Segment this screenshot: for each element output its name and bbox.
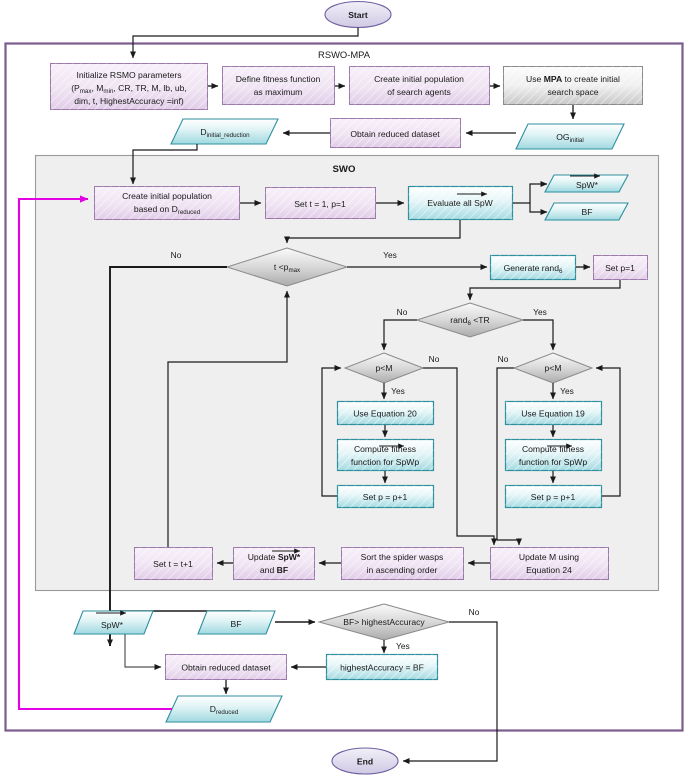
p-lt-m-right-label: p<M	[545, 363, 562, 373]
init-line3: dim, t, HighestAccuracy =inf)	[74, 96, 184, 106]
node-sort-spider-wasps: Sort the spider wasps in ascending order	[341, 547, 464, 580]
p-lt-m-left-label: p<M	[376, 363, 393, 373]
node-initialize-rsmo-parameters: Initialize RSMO parameters (Pmax, Mmin, …	[50, 63, 208, 110]
node-d-reduced: Dreduced	[165, 695, 283, 723]
start-label: Start	[348, 10, 368, 20]
define-fitness-line2: as maximum	[254, 87, 303, 97]
create-pop-dred-line1: Create initial population	[122, 191, 212, 201]
obtain-reduced-top-label: Obtain reduced dataset	[350, 129, 440, 139]
update-m-line2: Equation 24	[526, 565, 572, 575]
node-update-spw-star-and-bf: Update SpW* and BF	[233, 547, 315, 580]
end-terminal	[331, 747, 399, 775]
bf-bottom-label: BF	[231, 619, 242, 629]
node-use-mpa-initial-search-space: Use MPA to create initial search space	[503, 66, 643, 105]
edge-label-no-pm-left: No	[429, 354, 440, 364]
t-lt-pmax-label: t <pmax	[274, 262, 301, 274]
edge-label-no-bf: No	[469, 607, 480, 617]
node-bf-top: BF	[544, 202, 629, 221]
node-compute-fitness-right: Compute fitness function for SpWp	[504, 438, 603, 472]
node-d-initial-reduction: Dinitial_reduction	[170, 118, 279, 145]
set-p-plus-1-right-label: Set p = p+1	[531, 492, 576, 502]
node-compute-fitness-left: Compute fitness function for SpWp	[336, 438, 435, 472]
edge-label-no-pm-right: No	[498, 354, 509, 364]
node-set-p-1: Set p=1	[593, 255, 648, 280]
use-equation-20-label: Use Equation 20	[353, 409, 417, 419]
set-p-1-label: Set p=1	[605, 263, 635, 273]
node-set-p-plus-1-left: Set p = p+1	[336, 484, 435, 509]
rand6-lt-tr-label: rand6 <TR	[450, 315, 490, 327]
rswo-mpa-title: RSWO-MPA	[318, 49, 371, 60]
use-equation-19-label: Use Equation 19	[521, 409, 585, 419]
update-m-line1: Update M using	[519, 552, 579, 562]
node-bf-bottom: BF	[197, 610, 276, 635]
highestaccuracy-eq-bf-label: highestAccuracy = BF	[340, 663, 424, 673]
spw-star-bottom-label: SpW*	[101, 620, 124, 630]
set-t-plus-1-label: Set t = t+1	[153, 559, 193, 569]
compute-fitness-right-line2: function for SpWp	[519, 457, 588, 467]
obtain-reduced-bottom-label: Obtain reduced dataset	[181, 663, 271, 673]
node-use-equation-19: Use Equation 19	[504, 400, 603, 426]
edge-label-yes-bf: Yes	[396, 641, 410, 651]
use-mpa-line1: Use MPA to create initial	[526, 74, 620, 84]
node-use-equation-20: Use Equation 20	[336, 400, 435, 426]
node-create-population-dreduced: Create initial population based on Dredu…	[94, 186, 240, 220]
node-generate-rand6: Generate rand6	[489, 254, 577, 281]
compute-fitness-left-line2: function for SpWp	[351, 457, 420, 467]
node-spw-star-top: SpW*	[544, 173, 629, 193]
decision-t-lt-pmax: t <pmax	[225, 247, 349, 287]
set-p-plus-1-left-label: Set p = p+1	[363, 492, 408, 502]
compute-fitness-right-line1: Compute fitness	[522, 444, 584, 454]
init-line1: Initialize RSMO parameters	[76, 70, 181, 80]
compute-fitness-left-line1: Compute fitness	[354, 444, 416, 454]
edge-label-yes-rand6: Yes	[533, 307, 547, 317]
evaluate-all-spw-label: Evaluate all SpW	[427, 198, 493, 208]
feedback-loop-magenta	[17, 195, 172, 711]
node-create-initial-population-agents: Create initial population of search agen…	[349, 66, 490, 105]
node-set-p-plus-1-right: Set p = p+1	[504, 484, 603, 509]
edge-label-yes-pm-right: Yes	[560, 386, 574, 396]
update-spw-line2: and BF	[260, 565, 288, 575]
node-obtain-reduced-dataset-top: Obtain reduced dataset	[330, 118, 461, 148]
node-set-t1-p1: Set t = 1, p=1	[265, 187, 376, 219]
node-spw-star-bottom: SpW*	[73, 610, 154, 635]
edge-label-yes-tpmax: Yes	[383, 250, 397, 260]
set-t1-p1-label: Set t = 1, p=1	[294, 199, 346, 209]
bf-top-label: BF	[582, 207, 593, 217]
edge-label-no-rand6: No	[397, 307, 408, 317]
create-pop-line1: Create initial population	[374, 74, 464, 84]
edge-label-no-tpmax: No	[171, 250, 182, 260]
swo-title: SWO	[333, 164, 356, 175]
decision-rand6-lt-tr: rand6 <TR	[415, 302, 525, 338]
node-evaluate-all-spw: Evaluate all SpW	[407, 185, 514, 221]
define-fitness-line1: Define fitness function	[236, 74, 321, 84]
init-line2: (Pmax, Mmin, CR, TR, M, lb, ub,	[71, 83, 187, 95]
use-mpa-line2: search space	[547, 87, 598, 97]
create-pop-dred-line2: based on Dreduced	[134, 204, 201, 216]
update-spw-line1: Update SpW*	[248, 552, 301, 562]
rswo-mpa-container	[4, 42, 684, 732]
og-initial-label: OGinitial	[556, 132, 583, 144]
node-define-fitness-function: Define fitness function as maximum	[222, 66, 335, 105]
spw-star-top-label: SpW*	[576, 180, 599, 190]
end-label: End	[357, 757, 373, 767]
edge-label-yes-pm-left: Yes	[391, 386, 405, 396]
d-reduced-label: Dreduced	[210, 704, 239, 716]
node-set-t-plus-1: Set t = t+1	[134, 547, 213, 580]
generate-rand6-label: Generate rand6	[504, 263, 563, 275]
d-initial-reduction-label: Dinitial_reduction	[200, 127, 250, 139]
sort-wasps-line2: in ascending order	[367, 565, 438, 575]
decision-bf-gt-highestaccuracy: BF> highestAccuracy	[317, 603, 451, 641]
bf-gt-highestaccuracy-label: BF> highestAccuracy	[343, 617, 425, 627]
node-highestaccuracy-eq-bf: highestAccuracy = BF	[325, 653, 439, 681]
node-og-initial: OGinitial	[515, 123, 625, 150]
sort-wasps-line1: Sort the spider wasps	[361, 552, 444, 562]
create-pop-line2: of search agents	[387, 87, 451, 97]
node-update-m-using-equation-24: Update M using Equation 24	[490, 547, 609, 580]
node-obtain-reduced-dataset-bottom: Obtain reduced dataset	[165, 654, 287, 680]
